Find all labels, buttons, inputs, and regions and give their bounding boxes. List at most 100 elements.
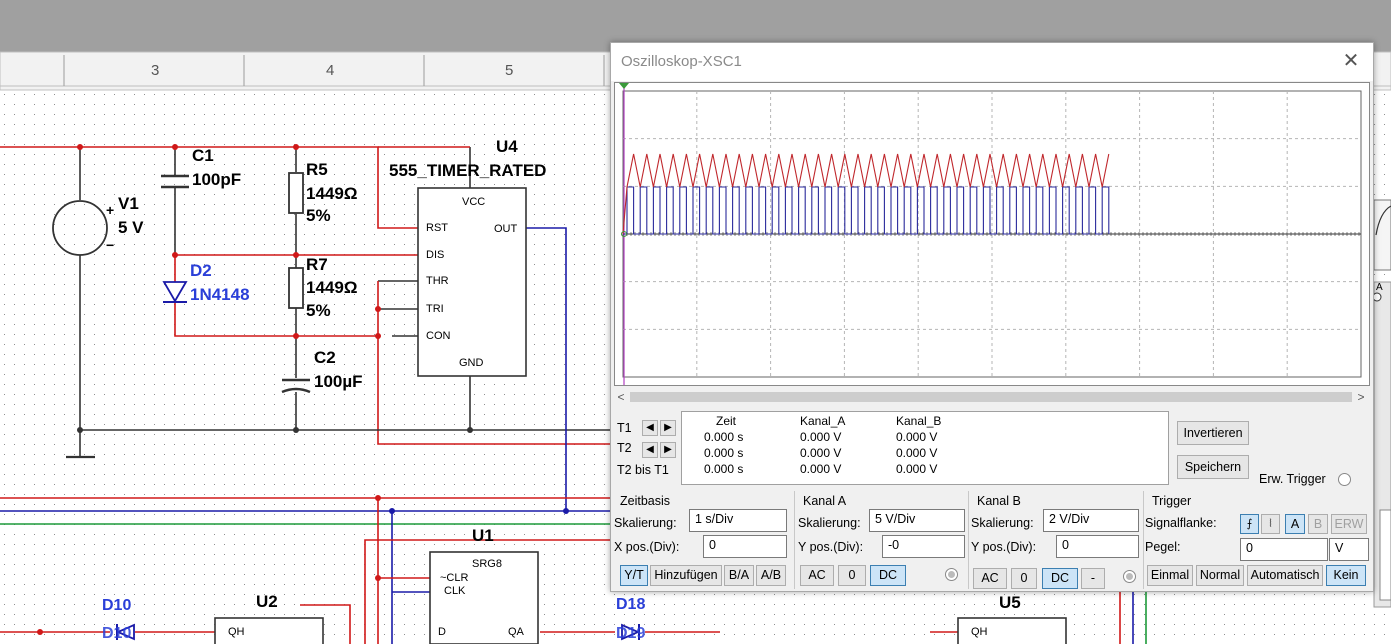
ic-u5[interactable]: U5 QH (957, 593, 1067, 644)
c2-name: C2 (314, 348, 336, 367)
voltage-source-v1[interactable]: + − V1 5 V (52, 194, 144, 256)
timebase-xpos-label: X pos.(Div): (614, 540, 680, 554)
diode-d18[interactable]: D18 D19 (616, 596, 645, 642)
channel-a-scale-field[interactable]: 5 V/Div (869, 509, 965, 532)
u5-name: U5 (999, 593, 1021, 612)
scrollbar-thumb[interactable] (630, 392, 1352, 402)
u1-pin-qa: QA (508, 626, 525, 638)
wires[interactable] (0, 146, 1391, 644)
channel-b-scale-field[interactable]: 2 V/Div (1043, 509, 1139, 532)
d18-name: D18 (616, 596, 645, 613)
trigger-title: Trigger (1152, 494, 1192, 508)
c1-name: C1 (192, 146, 214, 165)
oscilloscope-scrollbar[interactable]: < > (614, 389, 1368, 405)
resistor-r7[interactable]: R7 1449Ω 5% (288, 255, 357, 320)
rising-edge-icon[interactable]: ⨍ (1240, 514, 1259, 534)
ext-trigger-label: Erw. Trigger (1259, 472, 1326, 486)
d18-label: D19 (616, 625, 645, 642)
readout-dt-time: 0.000 s (704, 462, 744, 476)
mode-ba-button[interactable]: B/A (724, 565, 754, 586)
trigger-normal-button[interactable]: Normal (1196, 565, 1244, 586)
r7-name: R7 (306, 255, 328, 274)
v1-name: V1 (118, 194, 139, 213)
u2-pin-qh: QH (228, 626, 245, 638)
r7-tolerance: 5% (306, 301, 331, 320)
channel-b-ypos-field[interactable]: 0 (1056, 535, 1139, 558)
c1-value: 100pF (192, 170, 241, 189)
channel-b-title: Kanal B (977, 494, 1021, 508)
readout-dt-a: 0.000 V (800, 462, 842, 476)
capacitor-c1[interactable]: C1 100pF (161, 146, 241, 189)
mode-ab-button[interactable]: A/B (756, 565, 786, 586)
r7-value: 1449Ω (306, 278, 357, 297)
channel-b-scale-label: Skalierung: (971, 516, 1034, 530)
d2-part: 1N4148 (190, 285, 250, 304)
trigger-level-unit[interactable]: V (1329, 538, 1369, 561)
resistor-r5[interactable]: R5 1449Ω 5% (288, 160, 357, 225)
channel-a-radio[interactable] (945, 568, 958, 581)
diode-d2[interactable]: D2 1N4148 (162, 261, 250, 304)
channel-a-title: Kanal A (803, 494, 847, 508)
falling-edge-icon[interactable]: ⦚ (1261, 514, 1280, 534)
oscilloscope-graph (619, 83, 1362, 385)
capacitor-c2[interactable]: C2 100µF (281, 348, 363, 394)
d10-label: D10 (102, 625, 131, 642)
channel-b-ac-button[interactable]: AC (973, 568, 1007, 589)
t1-left-arrow-icon[interactable]: ◀ (642, 420, 658, 436)
instrument-partial-right[interactable]: A (1372, 199, 1391, 608)
timebase-xpos-field[interactable]: 0 (703, 535, 787, 558)
trigger-source-a-button[interactable]: A (1285, 514, 1305, 534)
r5-value: 1449Ω (306, 184, 357, 203)
mode-add-button[interactable]: Hinzufügen (650, 565, 722, 586)
channel-a-ypos-field[interactable]: -0 (882, 535, 965, 558)
scroll-left-icon[interactable]: < (617, 390, 625, 404)
u1-pin-clr: ~CLR (440, 572, 468, 584)
oscilloscope-display[interactable] (614, 82, 1370, 386)
ic-u4-555-timer[interactable]: U4 555_TIMER_RATED VCC RST OUT DIS THR T… (389, 137, 546, 377)
channel-b-zero-button[interactable]: 0 (1011, 568, 1037, 589)
channel-a-dc-button[interactable]: DC (870, 565, 906, 586)
channel-b-ypos-label: Y pos.(Div): (971, 540, 1037, 554)
trigger-single-button[interactable]: Einmal (1147, 565, 1193, 586)
oscilloscope-window[interactable]: Oszilloskop-XSC1 ✕ < > T1 ◀ ▶ T2 ◀ ▶ T2 … (610, 42, 1374, 592)
trigger-level-field[interactable]: 0 (1240, 538, 1328, 561)
trigger-none-button[interactable]: Kein (1326, 565, 1366, 586)
readout-header-channel-b: Kanal_B (896, 414, 942, 428)
u4-pin-dis: DIS (426, 249, 444, 261)
channel-a-scale-label: Skalierung: (798, 516, 861, 530)
v1-value: 5 V (118, 218, 144, 237)
invert-button[interactable]: Invertieren (1177, 421, 1249, 445)
trigger-source-ext-button[interactable]: ERW (1331, 514, 1367, 534)
ext-trigger-radio[interactable] (1338, 473, 1351, 486)
t2-right-arrow-icon[interactable]: ▶ (660, 442, 676, 458)
cursor-label-t1: T1 (617, 421, 632, 435)
channel-b-minus-button[interactable]: - (1081, 568, 1105, 589)
trigger-source-b-button[interactable]: B (1308, 514, 1328, 534)
d2-name: D2 (190, 261, 212, 280)
timebase-scale-field[interactable]: 1 s/Div (689, 509, 787, 532)
t2-left-arrow-icon[interactable]: ◀ (642, 442, 658, 458)
channel-b-radio[interactable] (1123, 570, 1136, 583)
close-icon[interactable]: ✕ (1342, 50, 1360, 72)
save-button[interactable]: Speichern (1177, 455, 1249, 479)
u1-pin-clk: CLK (444, 585, 466, 597)
u4-pin-thr: THR (426, 275, 449, 287)
ic-u2[interactable]: U2 QH (214, 592, 324, 644)
channel-a-ac-button[interactable]: AC (800, 565, 834, 586)
readout-t1-b: 0.000 V (896, 430, 938, 444)
u4-pin-vcc: VCC (462, 196, 485, 208)
channel-a-zero-button[interactable]: 0 (838, 565, 866, 586)
r5-name: R5 (306, 160, 328, 179)
channel-b-dc-button[interactable]: DC (1042, 568, 1078, 589)
scroll-right-icon[interactable]: > (1357, 390, 1365, 404)
cursor-readout-table: Zeit Kanal_A Kanal_B 0.000 s 0.000 V 0.0… (681, 411, 1169, 485)
ic-u1-srg8[interactable]: U1 SRG8 ~CLR CLK D QA (429, 526, 539, 644)
mode-yt-button[interactable]: Y/T (620, 565, 648, 586)
diode-d10[interactable]: D10 D10 (102, 597, 135, 642)
d10-name: D10 (102, 597, 131, 614)
cursor-t1-marker (619, 83, 629, 89)
trigger-auto-button[interactable]: Automatisch (1247, 565, 1323, 586)
oscilloscope-titlebar[interactable]: Oszilloskop-XSC1 ✕ (611, 43, 1373, 81)
u4-pin-gnd: GND (459, 357, 484, 369)
t1-right-arrow-icon[interactable]: ▶ (660, 420, 676, 436)
